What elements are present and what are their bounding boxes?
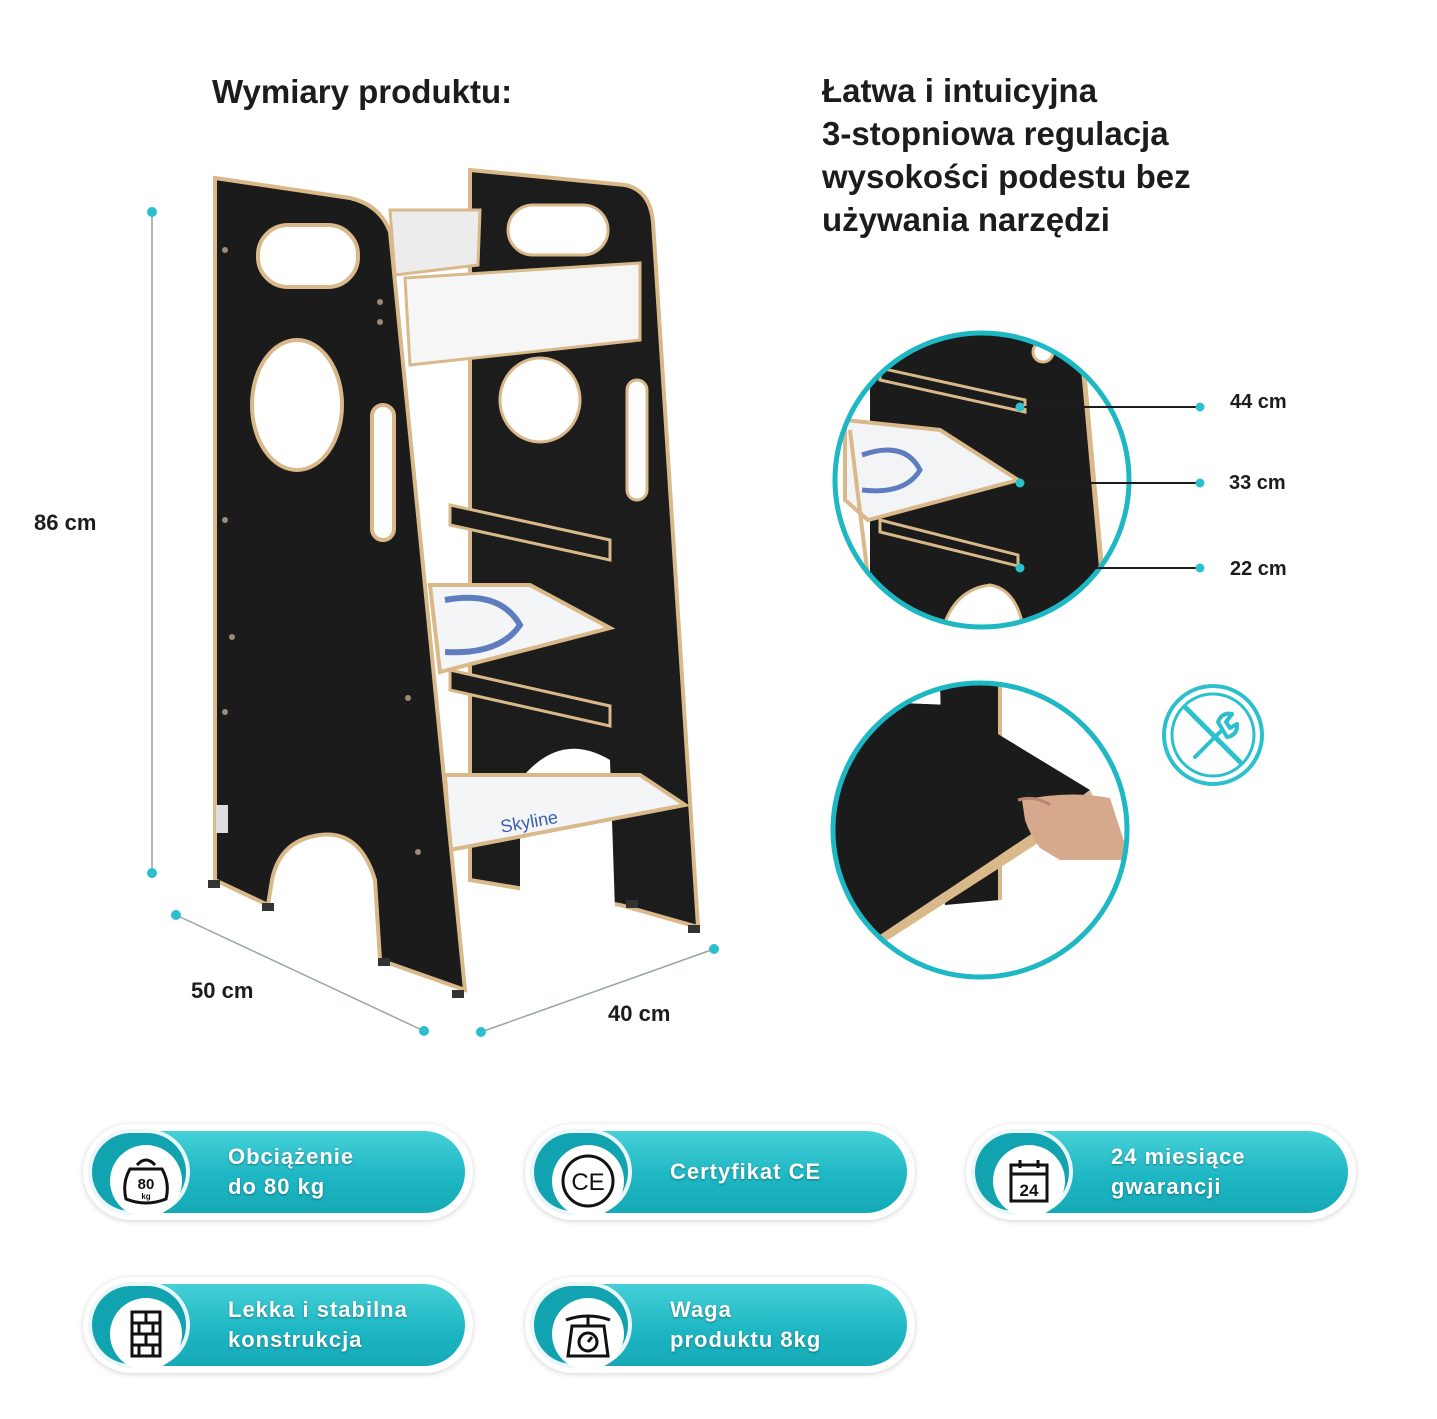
front-hole [250,338,344,472]
svg-text:CE: CE [571,1169,604,1196]
level-label-mid: 33 cm [1229,472,1286,494]
svg-text:kg: kg [141,1192,150,1201]
top-front-board [403,261,642,367]
back-hole [498,356,582,444]
feature-badge: 80 kg [88,1129,190,1217]
back-slot [625,378,649,502]
adjustment-heading-line: wysokości podestu bez [822,158,1191,195]
feature-badge [530,1282,632,1370]
ce-mark-icon: CE [552,1145,624,1217]
step-print [444,594,524,656]
bricks-icon [110,1298,182,1370]
dimension-dot [709,944,719,954]
scale-icon [552,1298,624,1370]
feature-badge [88,1282,190,1370]
dimension-dot [419,1026,429,1036]
level-label-high: 44 cm [1230,391,1287,413]
dimension-dot [147,207,157,217]
level-label-low: 22 cm [1230,558,1287,580]
feature-bar [1022,1131,1348,1213]
no-tools-icon [1162,684,1264,786]
adjustment-heading-line: 3-stopniowa regulacja [822,115,1169,152]
height-label: 86 cm [34,510,97,535]
feature-ce-certificate: CE Certyfikat CE [525,1124,915,1220]
feature-badge: CE [530,1129,632,1217]
feature-bar [139,1131,465,1213]
dimensions-heading: Wymiary produktu: [212,73,513,110]
feature-bar [581,1284,907,1366]
calendar-24-icon: 24 [993,1145,1065,1217]
dimension-dot [171,910,181,920]
back-handle [506,203,610,257]
dimension-dot [147,868,157,878]
depth-label: 40 cm [608,1001,671,1026]
width-label: 50 cm [191,978,254,1003]
feature-badge: 24 [971,1129,1073,1217]
feature-bar [139,1284,465,1366]
feature-label: Certyfikat CE [670,1159,822,1184]
front-slot [370,403,396,542]
ce-sticker [216,805,228,833]
lower-rail [448,668,612,728]
svg-text:24: 24 [1020,1181,1039,1200]
feature-bar [581,1131,907,1213]
dimension-dot [476,1027,486,1037]
front-handle [256,223,360,289]
adjustment-heading-line: używania narzędzi [822,201,1110,238]
svg-text:80: 80 [138,1176,155,1193]
adjustment-heading-line: Łatwa i intuicyjna [822,72,1098,109]
weight-80kg-icon: 80 kg [110,1145,182,1217]
adjustment-heading: Łatwa i intuicyjna 3-stopniowa regulacja… [822,69,1191,241]
upper-rail [448,503,612,562]
